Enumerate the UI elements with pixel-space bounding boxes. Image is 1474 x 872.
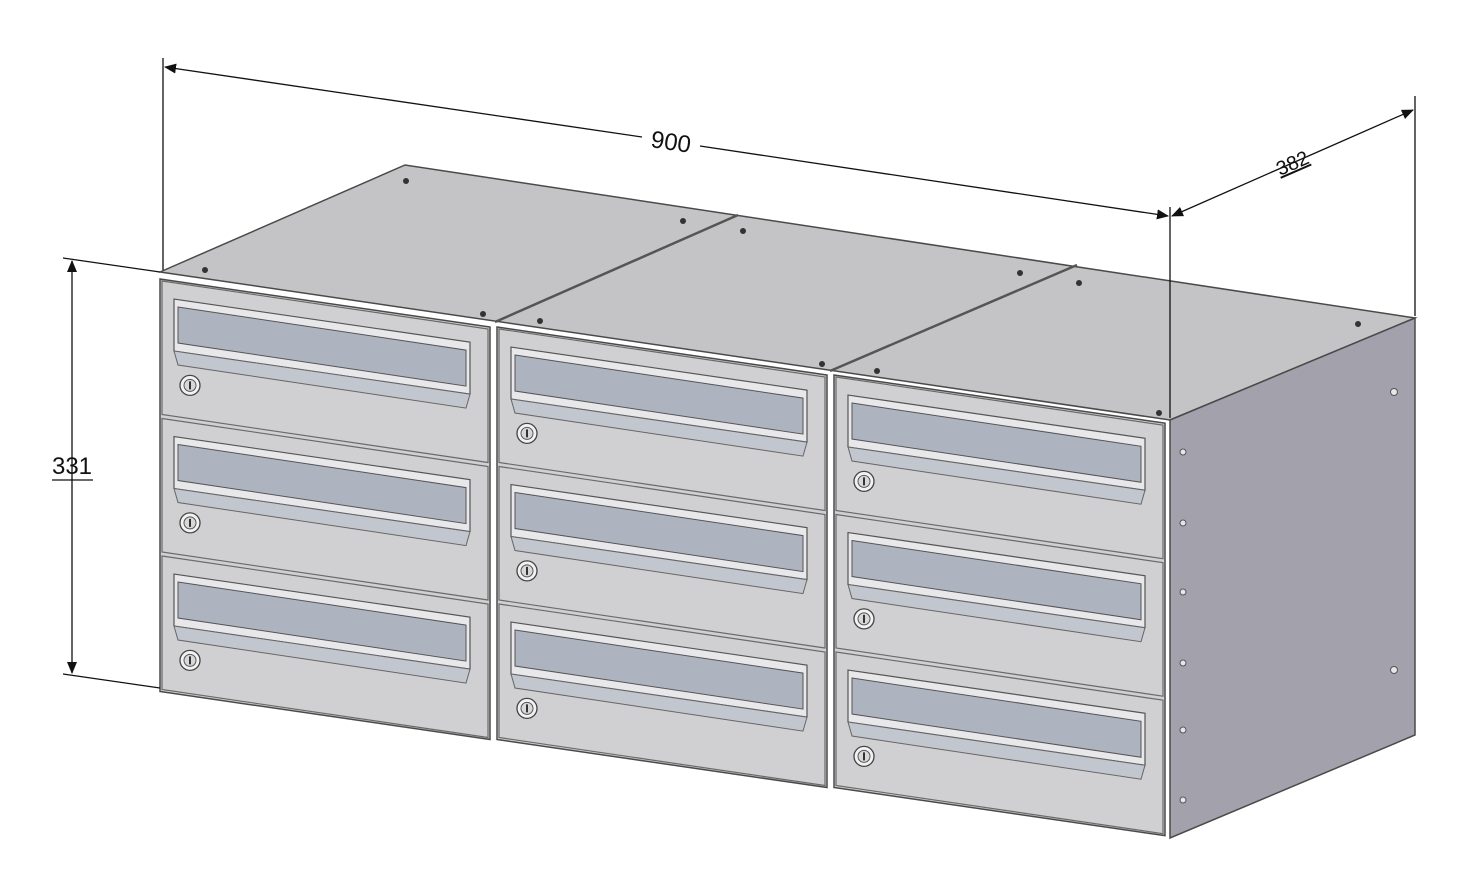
width-dimension-line (164, 63, 643, 138)
letter-slot-window (177, 306, 467, 387)
side-panel (1169, 316, 1416, 840)
top-seam-2 (829, 263, 1078, 373)
letter-slot-window (851, 539, 1142, 621)
letter-slot-window (177, 443, 467, 525)
mailbox-door (161, 555, 489, 739)
mailbox-door (161, 417, 489, 601)
mailbox-door (835, 376, 1164, 560)
mailbox-door (835, 651, 1164, 835)
top-screws (202, 178, 1361, 416)
slot-lip (173, 487, 471, 547)
front-face (159, 278, 1166, 837)
letter-slot-window (514, 354, 804, 435)
mailbox-door (835, 513, 1164, 697)
slot-lip (510, 673, 808, 732)
slot-lip (510, 535, 808, 595)
slot-lip (847, 583, 1146, 643)
slot-lip (173, 625, 471, 684)
letter-slot-window (851, 402, 1142, 483)
letter-slot-window (177, 581, 467, 662)
slot-lip (847, 721, 1146, 780)
mailbox-door (498, 328, 826, 512)
top-seam-1 (494, 213, 739, 324)
side-holes (1179, 388, 1398, 804)
slot-lip (847, 446, 1146, 505)
depth-dimension-label: 382 (1273, 147, 1312, 180)
letter-slot-window (514, 491, 804, 573)
dimension-lines (52, 58, 1416, 689)
height-dimension-label: 331 (52, 453, 92, 480)
slot-lip (510, 398, 808, 457)
letter-slot-window (514, 629, 804, 710)
slot-lip (173, 350, 471, 409)
mailbox-door (161, 280, 489, 464)
mailbox-door (498, 603, 826, 787)
mailbox-door (498, 465, 826, 649)
letter-slot-window (851, 677, 1142, 758)
width-dimension-label: 900 (649, 126, 693, 159)
depth-dimension-line (1171, 109, 1414, 217)
